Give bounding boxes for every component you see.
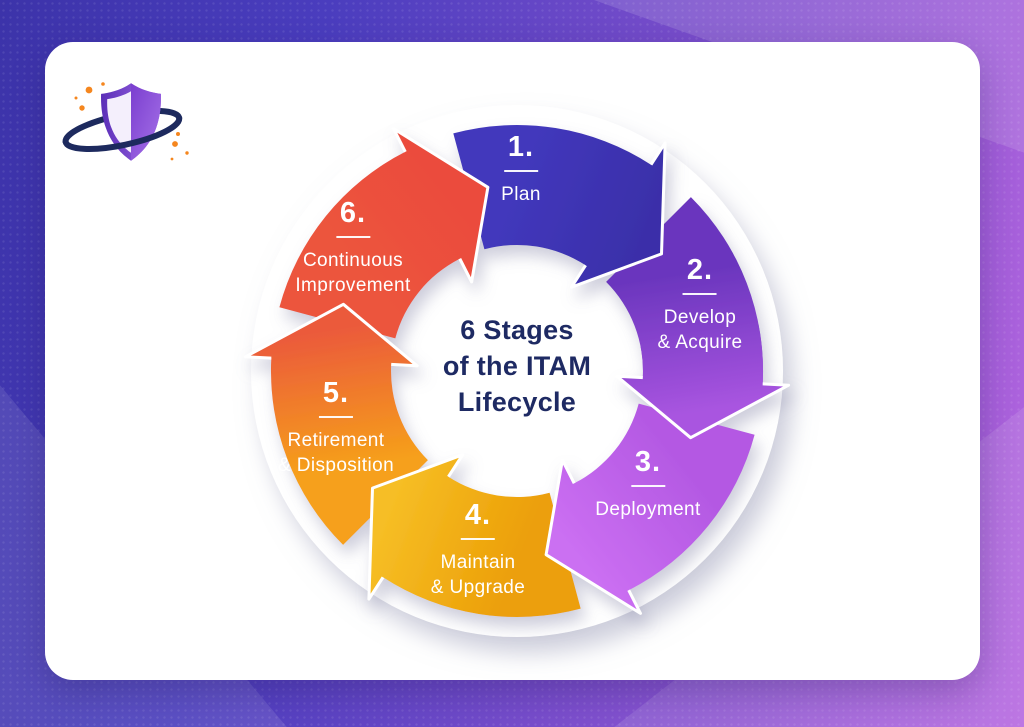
stage-segment-1 bbox=[453, 125, 666, 288]
logo-dots-icon bbox=[74, 82, 189, 161]
stage-name: Plan bbox=[501, 184, 541, 205]
wheel-segments bbox=[243, 125, 791, 617]
stage-number: 4. bbox=[464, 499, 492, 531]
stage-segment-4 bbox=[368, 454, 581, 617]
shield-orbit-logo bbox=[62, 82, 189, 161]
stage-number: 1. bbox=[507, 131, 535, 163]
stage-arrow-outline bbox=[243, 302, 419, 368]
stage-underline bbox=[336, 236, 370, 238]
stage-name: Maintain & Upgrade bbox=[430, 552, 526, 599]
stage-arrow-outline bbox=[367, 453, 464, 601]
stage-name: Deployment bbox=[595, 499, 701, 520]
stage-arrow-outline bbox=[615, 374, 791, 440]
stage-label-2: 2. Develop & Acquire bbox=[658, 256, 743, 355]
stage-arrow-outline bbox=[544, 458, 642, 615]
stage-label-4: 4. Maintain & Upgrade bbox=[431, 501, 525, 600]
stage-number: 2. bbox=[686, 254, 714, 286]
stage-segment-6 bbox=[279, 128, 488, 339]
stage-number: 6. bbox=[339, 197, 367, 229]
stage-arrow-outline bbox=[570, 141, 667, 289]
stage-underline bbox=[630, 485, 665, 487]
center-title: 6 Stages of the ITAM Lifecycle bbox=[442, 315, 592, 417]
stage-underline bbox=[503, 170, 538, 172]
stage-underline bbox=[461, 538, 495, 540]
stage-label-3: 3. Deployment bbox=[595, 448, 700, 522]
stage-segment-2-head bbox=[616, 324, 789, 438]
stage-name: Develop & Acquire bbox=[657, 307, 743, 354]
orbit-ring-front-icon bbox=[62, 114, 183, 152]
stage-arrow-outline bbox=[392, 127, 490, 284]
stage-label-1: 1. Plan bbox=[501, 133, 541, 207]
stage-name: Continuous Improvement bbox=[295, 250, 411, 297]
stage-number: 3. bbox=[634, 446, 662, 478]
stage-label-5: 5. Retirement & Disposition bbox=[278, 379, 394, 478]
stage-label-6: 6. Continuous Improvement bbox=[295, 199, 410, 298]
stage-number: 5. bbox=[322, 377, 350, 409]
stage-name: Retirement & Disposition bbox=[277, 430, 395, 477]
stage-segment-3 bbox=[546, 403, 755, 614]
stage-underline bbox=[319, 416, 353, 418]
stage-underline bbox=[683, 293, 717, 295]
